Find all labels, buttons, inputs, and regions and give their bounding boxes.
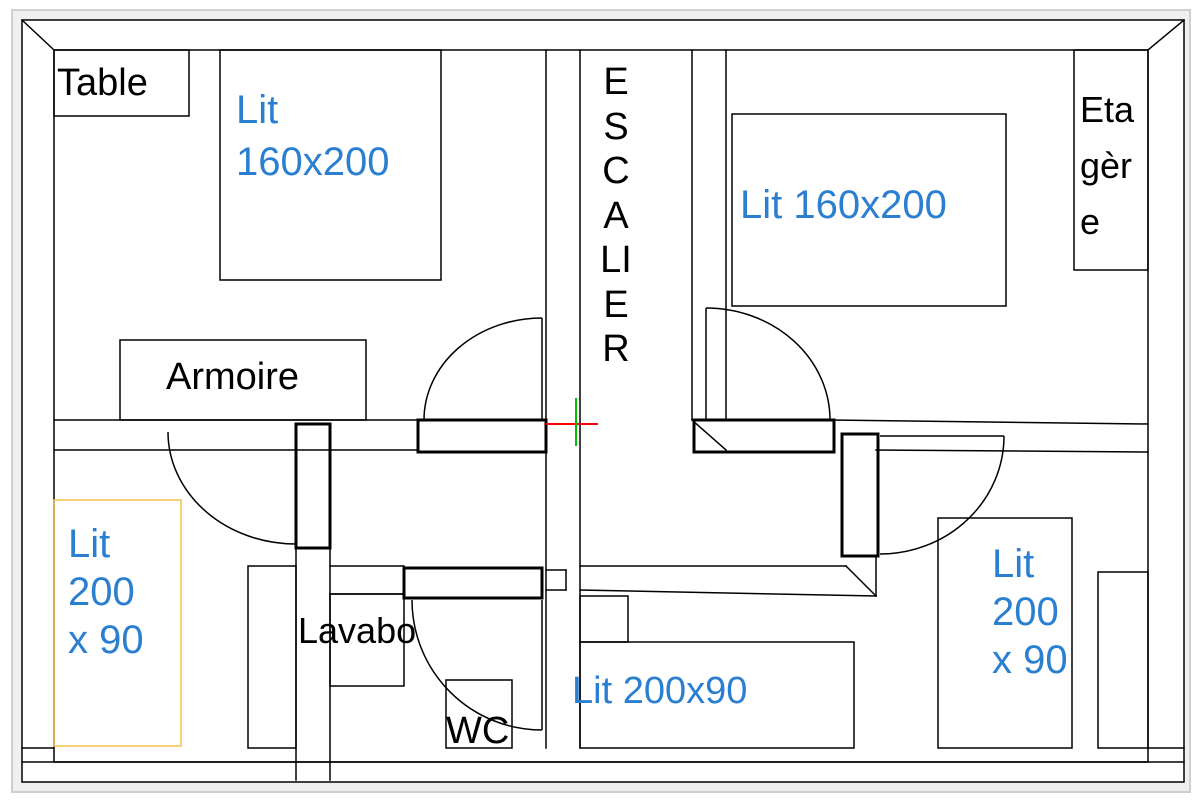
door-leaf-ul xyxy=(416,418,548,454)
door-arc-bath xyxy=(411,599,543,731)
wall-ur-bottom-1 xyxy=(829,419,1149,425)
washbasin-outline xyxy=(247,565,297,749)
wall-ur-corner xyxy=(690,418,728,452)
door-leaf-lr xyxy=(840,432,880,558)
bed-left-outline xyxy=(53,499,182,747)
door-leaf-ll xyxy=(294,422,332,550)
wc-outline xyxy=(445,679,513,749)
door-leaf-ur xyxy=(692,418,836,454)
wardrobe-right-outline xyxy=(1097,571,1149,749)
bed-right-outline xyxy=(937,517,1073,749)
plan-frame xyxy=(21,19,1185,783)
wardrobe-outline xyxy=(119,339,367,421)
bed-top-right-outline xyxy=(731,113,1007,307)
door-leaf-bath xyxy=(402,566,544,600)
bed-top-left-outline xyxy=(219,49,442,281)
wall-corridor-low-2 xyxy=(579,589,877,597)
wall-ur-bottom-2 xyxy=(875,449,1149,453)
wall-corner-tr xyxy=(1146,18,1186,52)
cabinet-outline xyxy=(579,595,629,643)
washbasin-counter xyxy=(329,593,405,687)
bed-bottom-middle-outline xyxy=(579,641,855,749)
table-outline xyxy=(53,49,190,117)
wall-corner-tl xyxy=(20,18,56,52)
door-arc-lr xyxy=(879,435,1005,555)
door-arc-ll xyxy=(167,431,297,545)
door-arc-ur xyxy=(705,307,831,421)
door-arc-ul xyxy=(423,317,543,421)
wall-corridor-corner xyxy=(844,564,878,598)
shelf-outline xyxy=(1073,49,1149,271)
